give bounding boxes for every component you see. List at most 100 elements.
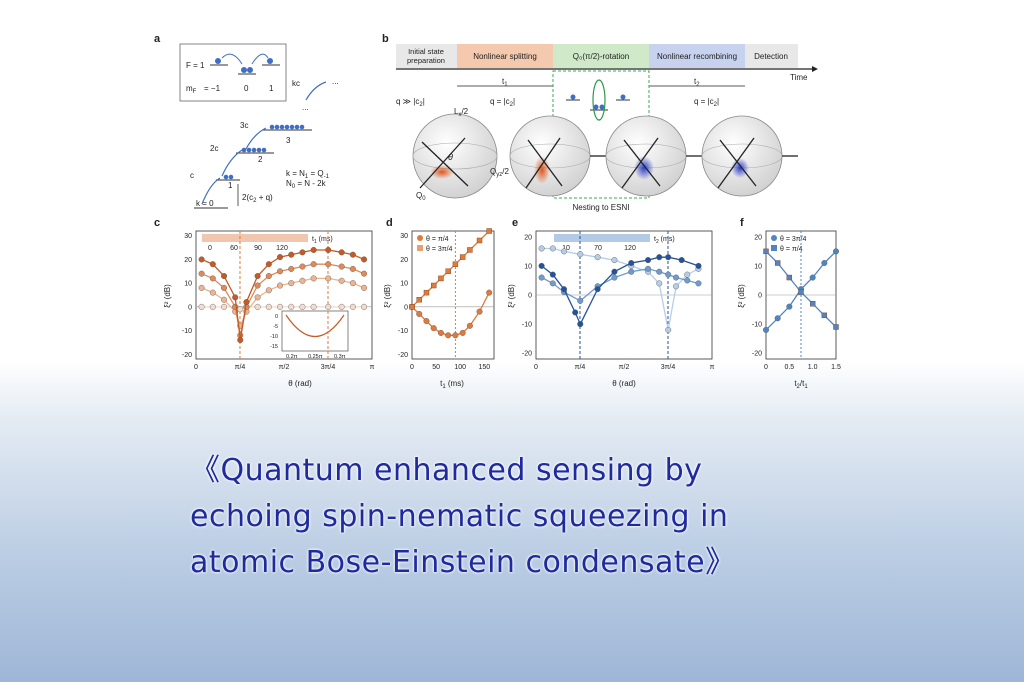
plot-c-point [361,270,368,277]
plot-e-point [572,309,579,316]
plot-f-legend-1: θ = π/4 [780,246,803,253]
plot-c-ylabel: ξ² (dB) [163,284,172,308]
step-detection [745,44,798,68]
plot-f-point [763,326,770,333]
plot-d-ytick: 20 [400,257,408,264]
plot-c-point [198,303,205,310]
t2-label: t2 [694,77,700,88]
plot-d-point [486,228,492,234]
plot-f-point [809,301,816,307]
plot-c-point [349,265,356,272]
plot-e-point [611,257,618,264]
plot-c-series-line [201,263,365,336]
plot-e-point [538,262,545,269]
plot-c-xtick: π/4 [235,364,246,371]
plot-e-point [549,271,556,278]
plot-f-point [809,274,816,281]
step-rotation [553,44,649,68]
panel-label-c: c [154,217,160,229]
plot-d-point [438,275,444,282]
plot-d-point [445,268,451,274]
plot-f-xtick: 0 [764,364,768,371]
dots-top: ... [332,77,339,86]
time-arrow [812,66,818,72]
inset-ytick-1: -5 [273,324,278,330]
plot-c-point [299,249,306,256]
plot-f-ytick: -10 [752,322,762,329]
plot-d-ytick: 30 [400,233,408,240]
plot-c-point [277,254,284,261]
step-detection-label: Detection [754,52,788,61]
plot-c-xlabel: θ (rad) [288,379,312,388]
plot-e-xtick: 0 [534,364,538,371]
level-2c: 2c [210,144,218,153]
nesting-label: Nesting to ESNI [573,203,630,212]
plot-e-ytick: 10 [524,263,532,270]
ladder-arrow-2 [221,149,243,177]
plot-c-point [221,303,228,310]
plot-e-legend-title: t2 (ms) [654,236,675,245]
plot-c-point [299,277,306,284]
plot-c-inset: 0.2π 0.25π 0.3π 0 -5 -10 -15 [270,310,349,360]
plot-c-point [265,273,272,280]
plot-f-xtick: 0.5 [784,364,794,371]
plot-c-point [338,277,345,284]
step-recombining-label: Nonlinear recombining [657,52,737,61]
plot-c-point [198,284,205,291]
plot-c-point [325,246,332,253]
plot-c-point [338,263,345,270]
f1-label: F = 1 [186,61,205,70]
plot-e-point [594,286,601,293]
plot-c-point [288,303,295,310]
plot-c-ytick: 0 [188,304,192,311]
sphere-3 [605,115,702,197]
level-num-3: 3 [286,136,291,145]
panel-label-e: e [512,217,518,229]
plot-c-point [209,303,216,310]
plot-e-point [695,262,702,269]
plot-c-point [361,284,368,291]
plot-f-legend-marker-0 [771,235,777,241]
plot-d-legend-0: θ = π/4 [426,236,449,243]
inset-xtick-2: 0.3π [334,354,346,360]
plot-e-ylabel: ξ² (dB) [507,284,516,308]
plot-c-point [310,261,317,268]
plot-c-point [299,263,306,270]
plot-e-ytick: -20 [522,351,532,358]
mf-value-1: 1 [269,84,274,93]
plot-d-ytick: -10 [398,328,408,335]
lx-label: Lx/2 [454,107,469,118]
inset-ytick-3: -15 [270,344,278,350]
inset-ytick-2: -10 [270,334,278,340]
plot-c-point [232,294,239,301]
plot-c-ytick: 10 [184,281,192,288]
plot-f-point [786,303,793,310]
plot-f-point [774,260,781,266]
plot-f-ytick: 0 [758,293,762,300]
plot-e-point [673,274,680,281]
plot-e-point [656,268,663,275]
plot-d-point [430,325,437,332]
plot-c-ytick: 30 [184,233,192,240]
plot-f-ytick: 20 [754,234,762,241]
plot-c-point [254,282,261,289]
plot-d-point [459,329,466,336]
plot-e-point [549,280,556,287]
plot-f-point [821,312,828,319]
plot-c-point [338,303,345,310]
plot-c-ytick: -20 [182,352,192,359]
plot-e-point [594,254,601,261]
panel-label-d: d [386,217,393,229]
plot-c-point [349,251,356,258]
plot-c-point [254,294,261,301]
plot-e-point [577,321,584,328]
plot-e-point [665,326,672,333]
plot-f-point [763,248,769,255]
plot-c-series-line [201,277,365,328]
plot-d-point [437,329,444,336]
plot-d-point [445,332,452,339]
q-label-1: q ≫ |c2| [396,97,425,108]
ladder-arrow-1 [201,177,221,205]
plot-e-point [611,274,618,281]
rotation-levels [566,79,630,121]
